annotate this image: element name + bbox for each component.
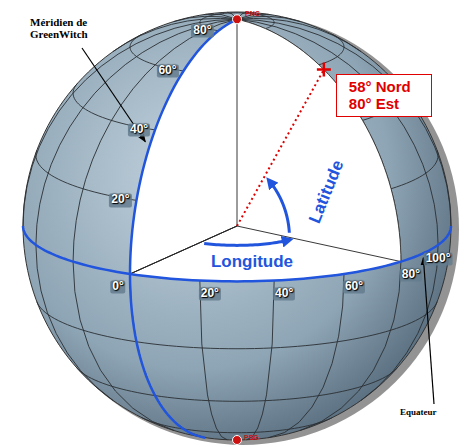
latitude-number: 20°	[109, 194, 131, 207]
greenwich-meridian	[130, 19, 237, 437]
longitude-number: 60°	[343, 280, 365, 293]
cutaway-wedge	[130, 19, 401, 281]
globe-sphere	[23, 12, 451, 440]
latitude-number: 80°	[191, 24, 213, 37]
pole-dot	[233, 15, 242, 24]
longitude-number: 0°	[110, 280, 125, 293]
pole-dot	[233, 436, 242, 445]
latitude-arc	[269, 181, 289, 233]
graticule	[23, 12, 451, 440]
position-ray	[237, 70, 324, 226]
latitude-number: 40°	[128, 123, 150, 136]
coordinate-box: 58° Nord 80° Est	[336, 74, 432, 117]
leader-line	[423, 258, 434, 404]
latitude-number: 60°	[156, 64, 178, 77]
radius-line	[237, 19, 238, 226]
longitude-number: 20°	[199, 287, 221, 300]
equator-line	[23, 226, 451, 281]
equator-label: Equateur	[400, 408, 437, 418]
coordinate-text: 58° Nord 80° Est	[349, 78, 425, 113]
meridian-label: Méridien de GreenWitch	[30, 16, 112, 40]
position-mark	[317, 63, 331, 77]
pole-label: PSG	[244, 434, 259, 442]
longitude-number: 40°	[273, 287, 295, 300]
pole-label: PNG	[245, 10, 260, 18]
longitude-arc	[204, 240, 289, 245]
axis-title: Longitude	[211, 253, 293, 272]
longitude-number: 100°	[424, 252, 453, 265]
longitude-number: 80°	[400, 268, 422, 281]
